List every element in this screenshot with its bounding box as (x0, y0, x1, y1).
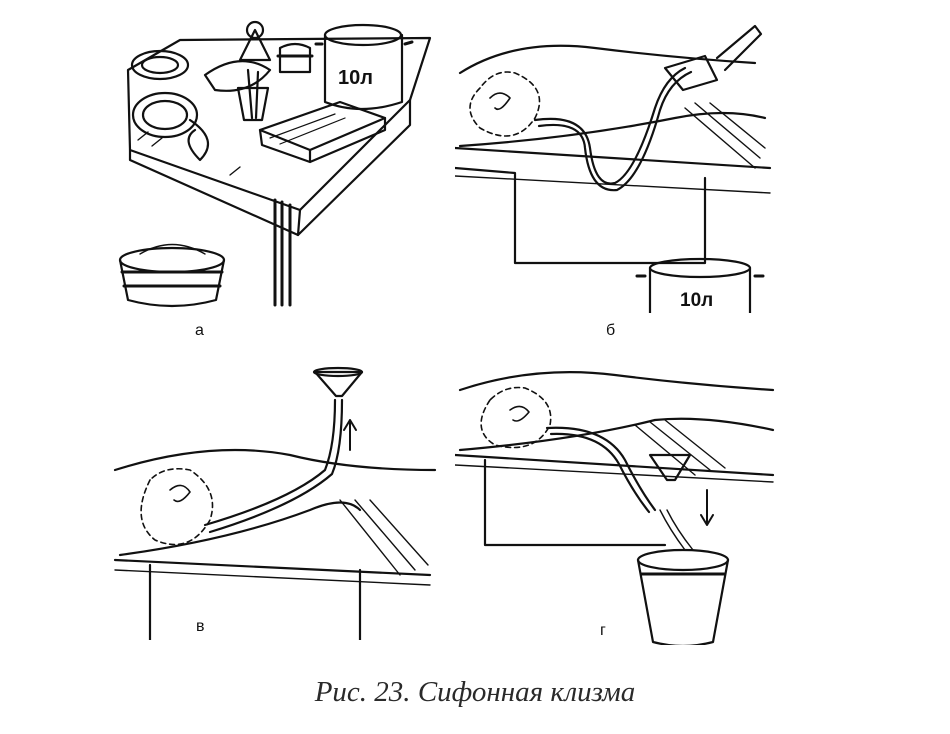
tube-g (545, 426, 657, 512)
panel-g (455, 360, 775, 645)
panel-g-label: г (600, 622, 606, 639)
glass (236, 86, 270, 122)
rubber-bag (131, 91, 199, 139)
panel-g-drawing (455, 371, 775, 645)
bed-edge-g (483, 458, 667, 547)
arrow-up-icon (343, 419, 357, 451)
caption-title: Сифонная клизма (417, 676, 636, 708)
panel-v-drawing (113, 366, 437, 640)
pot-volume-label: 10л (338, 67, 373, 89)
panel-v (110, 360, 440, 640)
panel-b: 10л (455, 18, 775, 313)
bed-edge (455, 166, 707, 265)
funnel (663, 54, 719, 92)
floor-bucket (118, 246, 226, 274)
funnel-small (238, 28, 272, 62)
funnel-g (648, 453, 692, 482)
caption-prefix: Рис. 23. (314, 676, 411, 708)
panel-b-label: б (606, 322, 616, 339)
coiled-tube-1 (130, 49, 190, 81)
anatomy-outline (469, 71, 541, 137)
patient-contour-g (458, 371, 775, 392)
anatomy-outline-g (480, 386, 552, 449)
table-leg (273, 198, 292, 307)
pot-10l (323, 33, 404, 111)
pot-volume-label-b: 10л (680, 290, 713, 311)
panel-b-drawing: 10л (455, 24, 772, 313)
rectal-tube (533, 66, 687, 185)
patient-contour-v (113, 448, 437, 472)
jug (715, 24, 763, 72)
panel-a-label: а (195, 322, 204, 339)
drain-bucket (636, 548, 730, 572)
funnel-v (313, 370, 364, 398)
panel-a: 10л (110, 10, 440, 310)
panel-a-drawing: 10л (118, 20, 432, 308)
anatomy-outline-v (140, 467, 214, 546)
jar (278, 42, 312, 74)
tube-v (203, 398, 337, 527)
arrow-down-icon (700, 489, 714, 526)
figure-caption: Рис. 23. Сифонная клизма (0, 676, 950, 709)
pot-10l-b (648, 266, 752, 313)
panel-v-label: в (196, 618, 205, 635)
